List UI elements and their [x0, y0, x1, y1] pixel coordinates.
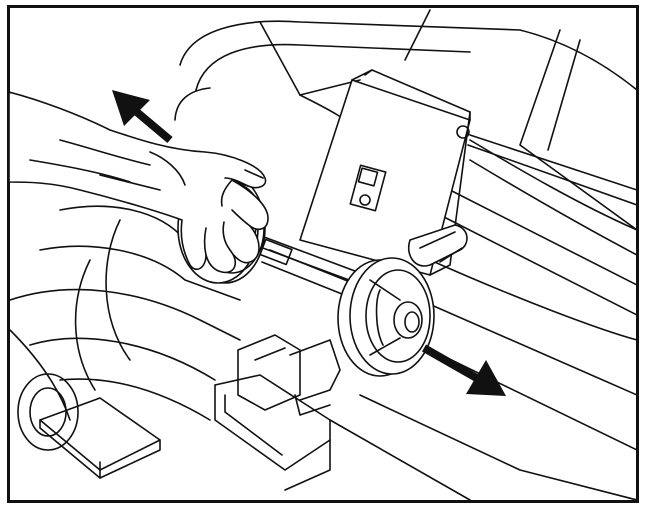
hand-icon	[9, 91, 269, 274]
rear-roller-foot	[17, 373, 161, 479]
pull-out-arrow	[112, 90, 173, 144]
mower-deck-outline	[9, 9, 637, 501]
handle-bracket-icon	[299, 69, 637, 276]
wheel-icon	[337, 257, 435, 377]
adjust-lever-icon	[408, 224, 468, 267]
height-adjust-frame	[214, 334, 341, 491]
frame-border	[7, 5, 639, 503]
push-out-arrow	[422, 344, 506, 396]
